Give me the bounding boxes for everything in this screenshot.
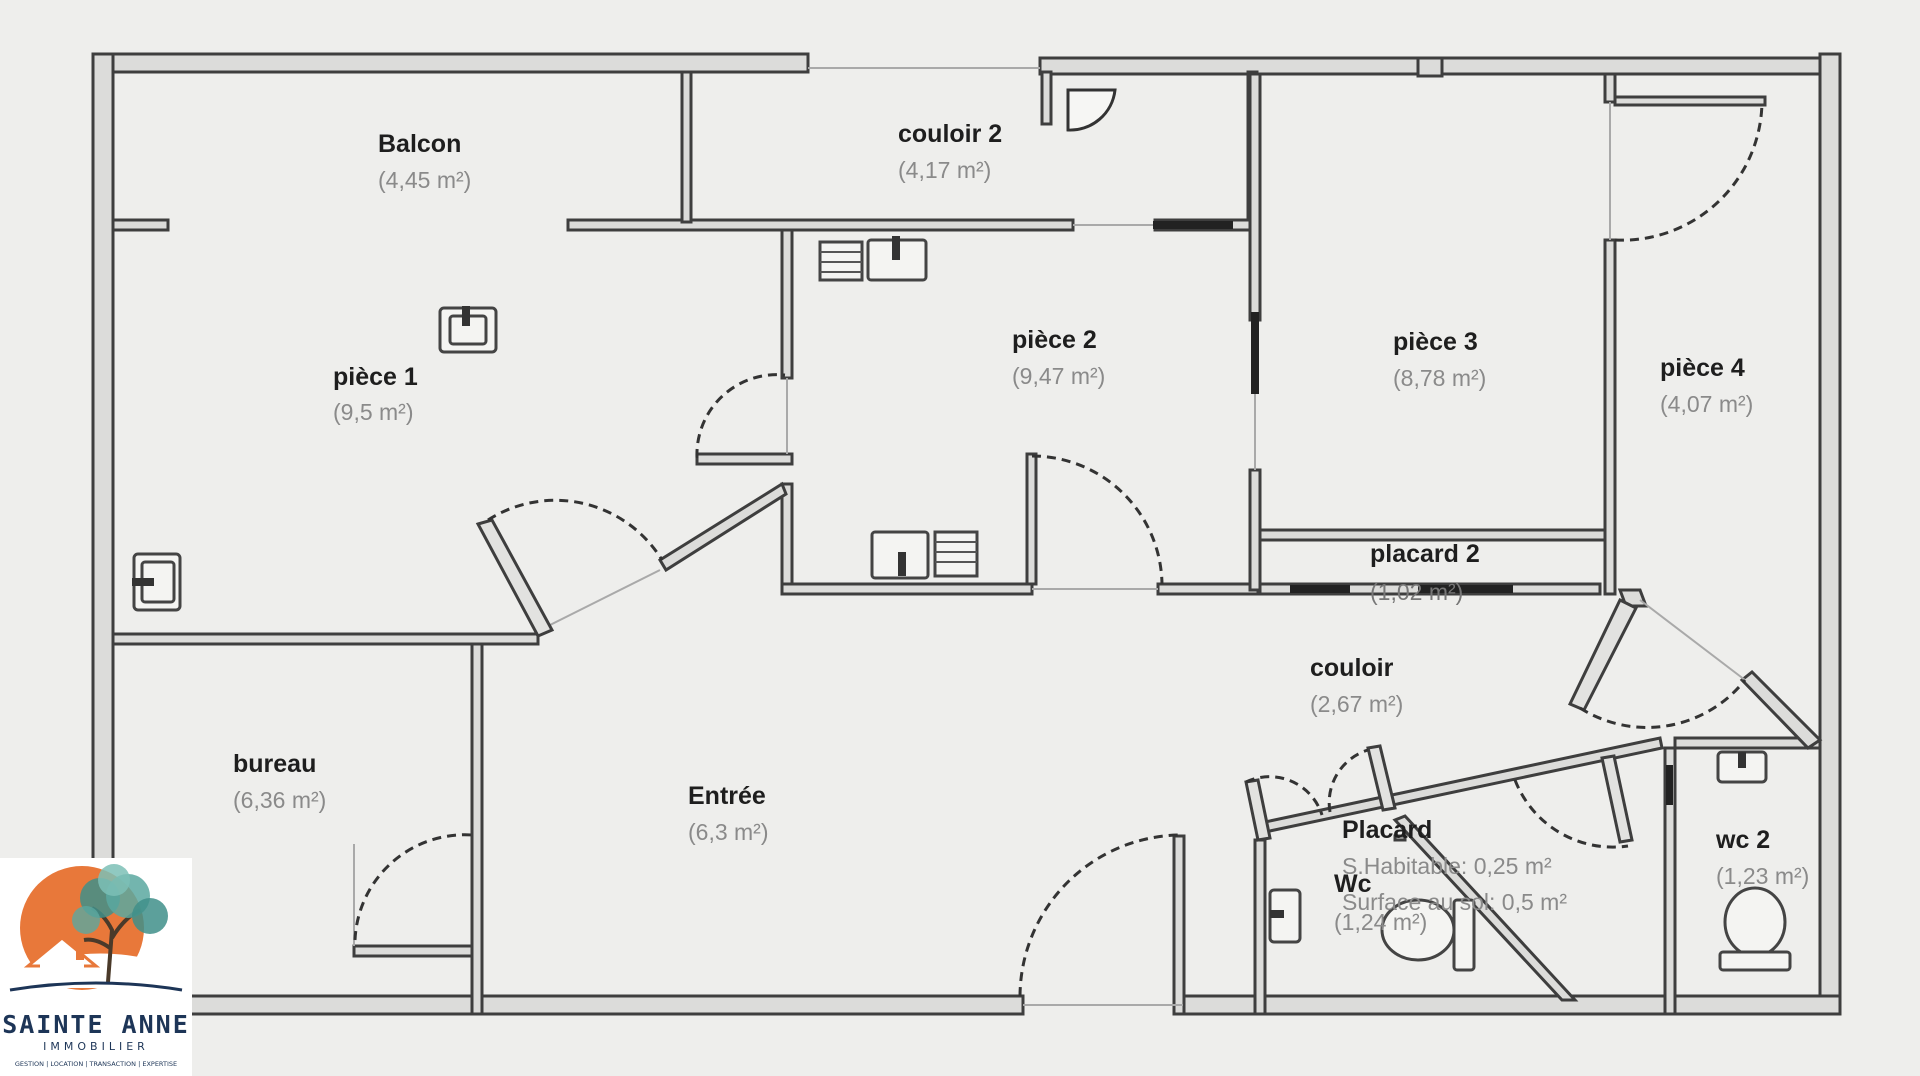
openings [353,67,1746,1006]
room-area-piece-1: (9,5 m²) [333,399,414,425]
room-area-placard-2: (1,02 m²) [1370,579,1463,605]
room-name-wc-2: wc 2 [1715,826,1770,854]
room-area-couloir-2: (4,17 m²) [898,157,991,183]
agency-name: SAINTE ANNE [2,1010,190,1039]
sink-icon [132,552,182,612]
agency-tagline: GESTION | LOCATION | TRANSACTION | EXPER… [14,1060,178,1068]
agency-logo: SAINTE ANNE IMMOBILIER GESTION | LOCATIO… [0,858,192,1076]
kitchen-sink-icon [818,236,928,282]
room-name-couloir: couloir [1310,654,1394,682]
room-name-placard: Placard [1342,816,1432,844]
room-name-piece-4: pièce 4 [1660,354,1745,382]
house-tree-logo-icon [9,864,183,992]
room-area-piece-4: (4,07 m²) [1660,391,1753,417]
kitchen-sink-icon [870,530,979,580]
room-name-bureau: bureau [233,750,316,778]
sink-icon [438,306,498,354]
doors [353,70,1767,997]
room-name-entree: Entrée [688,782,766,810]
sink-icon [1268,888,1302,944]
room-area-balcon: (4,45 m²) [378,167,471,193]
toilet-icon [1718,886,1792,972]
agency-subtitle: IMMOBILIER [43,1040,149,1053]
room-name-wc: Wc [1334,870,1372,898]
windows [1153,56,1673,805]
room-area-piece-2: (9,47 m²) [1012,363,1105,389]
room-name-balcon: Balcon [378,130,461,158]
room-area-entree: (6,3 m²) [688,819,769,845]
room-name-placard-2: placard 2 [1370,540,1480,568]
placard-floor-surface: Surface au sol: 0,5 m² [1342,889,1567,915]
room-area-wc-2: (1,23 m²) [1716,863,1809,889]
room-name-piece-2: pièce 2 [1012,326,1097,354]
toilet-icon [1380,898,1476,972]
room-area-wc: (1,24 m²) [1334,909,1427,935]
sink-icon [1716,750,1768,784]
room-area-couloir: (2,67 m²) [1310,691,1403,717]
room-area-piece-3: (8,78 m²) [1393,365,1486,391]
room-name-piece-1: pièce 1 [333,363,418,391]
room-area-bureau: (6,36 m²) [233,787,326,813]
room-labels: Balcon (4,45 m²) couloir 2 (4,17 m²) piè… [233,120,1809,935]
fixtures [132,236,1792,972]
placard-habitable-surface: S.Habitable: 0,25 m² [1342,853,1552,879]
room-name-piece-3: pièce 3 [1393,328,1478,356]
room-name-couloir-2: couloir 2 [898,120,1002,148]
